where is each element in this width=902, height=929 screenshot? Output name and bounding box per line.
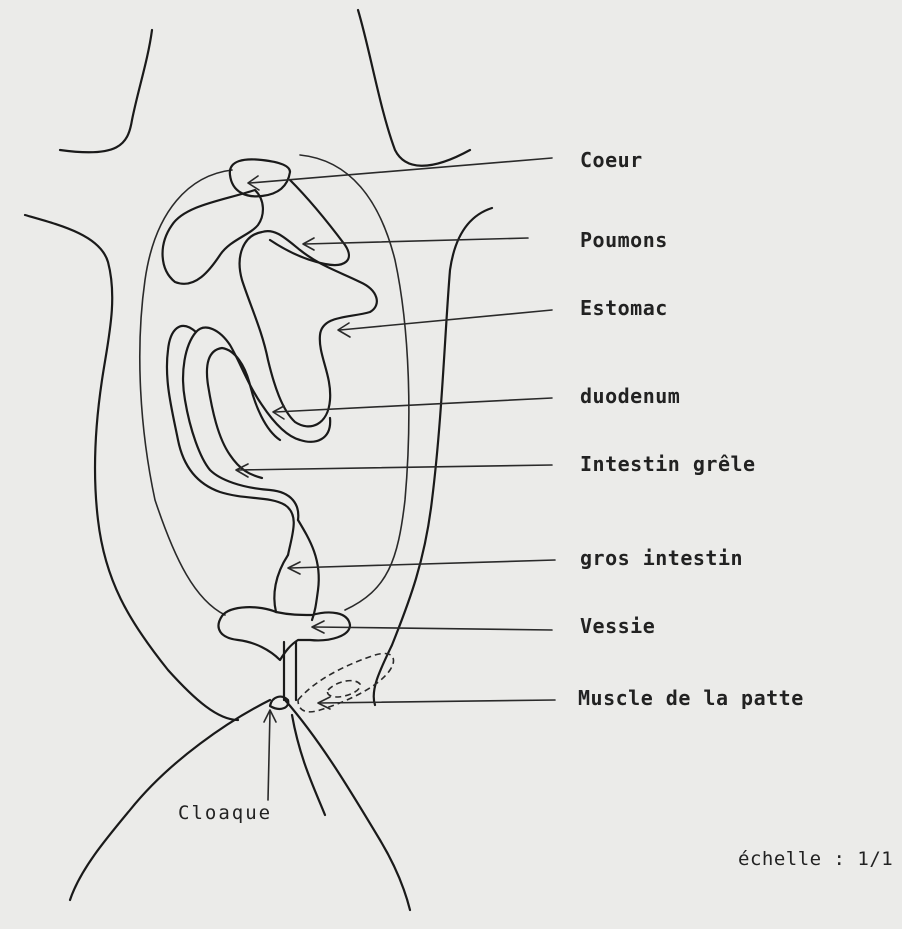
- label-cloaque: Cloaque: [178, 802, 272, 824]
- label-poumons: Poumons: [580, 228, 668, 252]
- leader-lines: [236, 158, 555, 709]
- label-gros-intestin: gros intestin: [580, 546, 743, 570]
- lung-right: [270, 180, 349, 265]
- label-muscle: Muscle de la patte: [578, 686, 804, 710]
- leader-coeur: [250, 158, 552, 183]
- cloaca-opening: [270, 697, 288, 709]
- leader-poumons: [305, 238, 528, 244]
- lung-left: [163, 190, 263, 284]
- leader-gros-intestin: [290, 560, 555, 568]
- intestine-coil-inner: [167, 326, 294, 555]
- scale-label: échelle : 1/1: [738, 848, 893, 870]
- leg-muscle-inner: [327, 681, 360, 697]
- heart-shape: [230, 159, 290, 196]
- leader-duodenum: [275, 398, 552, 412]
- body-right-outline: [374, 208, 492, 705]
- label-coeur: Coeur: [580, 148, 643, 172]
- leader-intestin-grele: [238, 465, 552, 470]
- cloaque-pointer: [268, 712, 270, 800]
- label-intestin-grele: Intestin grêle: [580, 452, 756, 476]
- large-intestine: [274, 520, 318, 620]
- body-left-outline: [25, 215, 238, 720]
- head-left-outline: [60, 30, 152, 152]
- leader-muscle: [320, 700, 555, 703]
- hindlimb-left: [70, 700, 270, 900]
- duodenum-outer: [183, 328, 330, 520]
- label-estomac: Estomac: [580, 296, 668, 320]
- label-vessie: Vessie: [580, 614, 655, 638]
- hindlimb-right: [285, 700, 410, 910]
- head-right-outline: [358, 10, 470, 166]
- label-duodenum: duodenum: [580, 384, 680, 408]
